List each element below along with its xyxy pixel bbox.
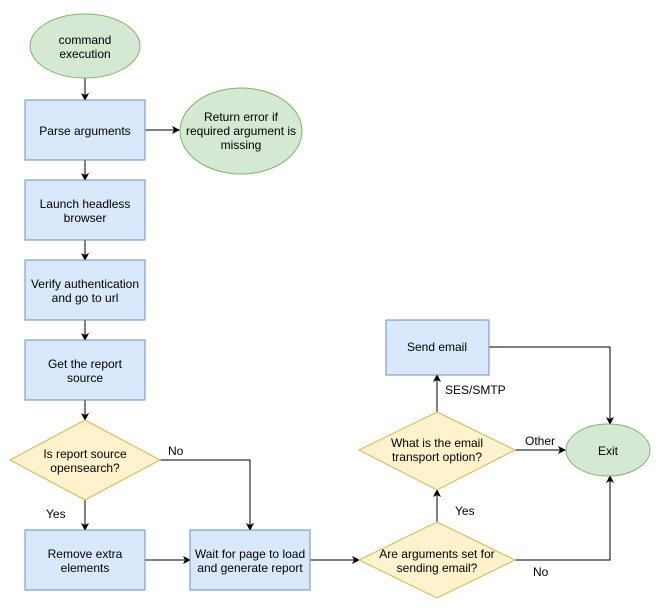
node-start-line-1: command bbox=[59, 33, 112, 47]
node-args-set-decision: Are arguments set for sending email? bbox=[357, 521, 517, 599]
node-error-line-1: Return error if bbox=[204, 110, 279, 124]
node-wait-line-1: Wait for page to load bbox=[195, 547, 305, 561]
node-launch-line-1: Launch headless bbox=[40, 197, 131, 211]
node-source-line-2: source bbox=[67, 371, 103, 385]
node-remove-line-1: Remove extra bbox=[48, 547, 123, 561]
node-wait-line-2: and generate report bbox=[197, 561, 303, 575]
label-yes-args: Yes bbox=[455, 504, 475, 518]
edge-args-no-exit bbox=[515, 475, 614, 561]
node-parse-line-1: Parse arguments bbox=[39, 124, 130, 138]
node-launch-browser: Launch headless browser bbox=[24, 179, 146, 241]
node-start-line-2: execution bbox=[59, 47, 110, 61]
label-no-args: No bbox=[533, 565, 549, 579]
node-start: command execution bbox=[29, 13, 141, 79]
node-send-email: Send email bbox=[385, 319, 490, 376]
node-remove-line-2: elements bbox=[61, 561, 110, 575]
node-parse-arguments: Parse arguments bbox=[24, 99, 146, 161]
edge-is-os-no-wait bbox=[160, 459, 254, 531]
node-remove-elements: Remove extra elements bbox=[24, 529, 146, 591]
edges bbox=[81, 78, 614, 564]
node-get-report-source: Get the report source bbox=[24, 339, 146, 401]
label-other: Other bbox=[525, 434, 555, 448]
node-wait-generate: Wait for page to load and generate repor… bbox=[189, 529, 311, 591]
node-source-line-1: Get the report bbox=[48, 357, 123, 371]
label-ses-smtp: SES/SMTP bbox=[445, 383, 506, 397]
node-verify-line-2: and go to url bbox=[52, 291, 119, 305]
node-verify-line-1: Verify authentication bbox=[31, 277, 139, 291]
node-args-line-1: Are arguments set for bbox=[379, 547, 494, 561]
node-transport-line-2: transport option? bbox=[392, 450, 482, 464]
node-error-line-2: required argument is bbox=[186, 124, 296, 138]
node-args-line-2: sending email? bbox=[397, 561, 478, 575]
edge-send-exit bbox=[489, 346, 614, 425]
node-is-os-line-1: Is report source bbox=[43, 447, 127, 461]
node-exit-line-1: Exit bbox=[598, 444, 619, 458]
node-verify-authentication: Verify authentication and go to url bbox=[24, 259, 146, 321]
label-yes-opensearch: Yes bbox=[46, 507, 66, 521]
node-send-line-1: Send email bbox=[407, 340, 467, 354]
label-no-opensearch: No bbox=[168, 444, 184, 458]
node-launch-line-2: browser bbox=[64, 211, 107, 225]
node-transport-line-1: What is the email bbox=[391, 436, 483, 450]
node-transport-decision: What is the email transport option? bbox=[357, 411, 517, 491]
node-is-opensearch-decision: Is report source opensearch? bbox=[8, 419, 162, 501]
edge-labels: No Yes Yes No SES/SMTP Other bbox=[46, 383, 555, 579]
node-return-error: Return error if required argument is mis… bbox=[179, 87, 303, 175]
node-is-os-line-2: opensearch? bbox=[50, 461, 120, 475]
node-error-line-3: missing bbox=[221, 138, 262, 152]
node-exit: Exit bbox=[565, 423, 651, 477]
